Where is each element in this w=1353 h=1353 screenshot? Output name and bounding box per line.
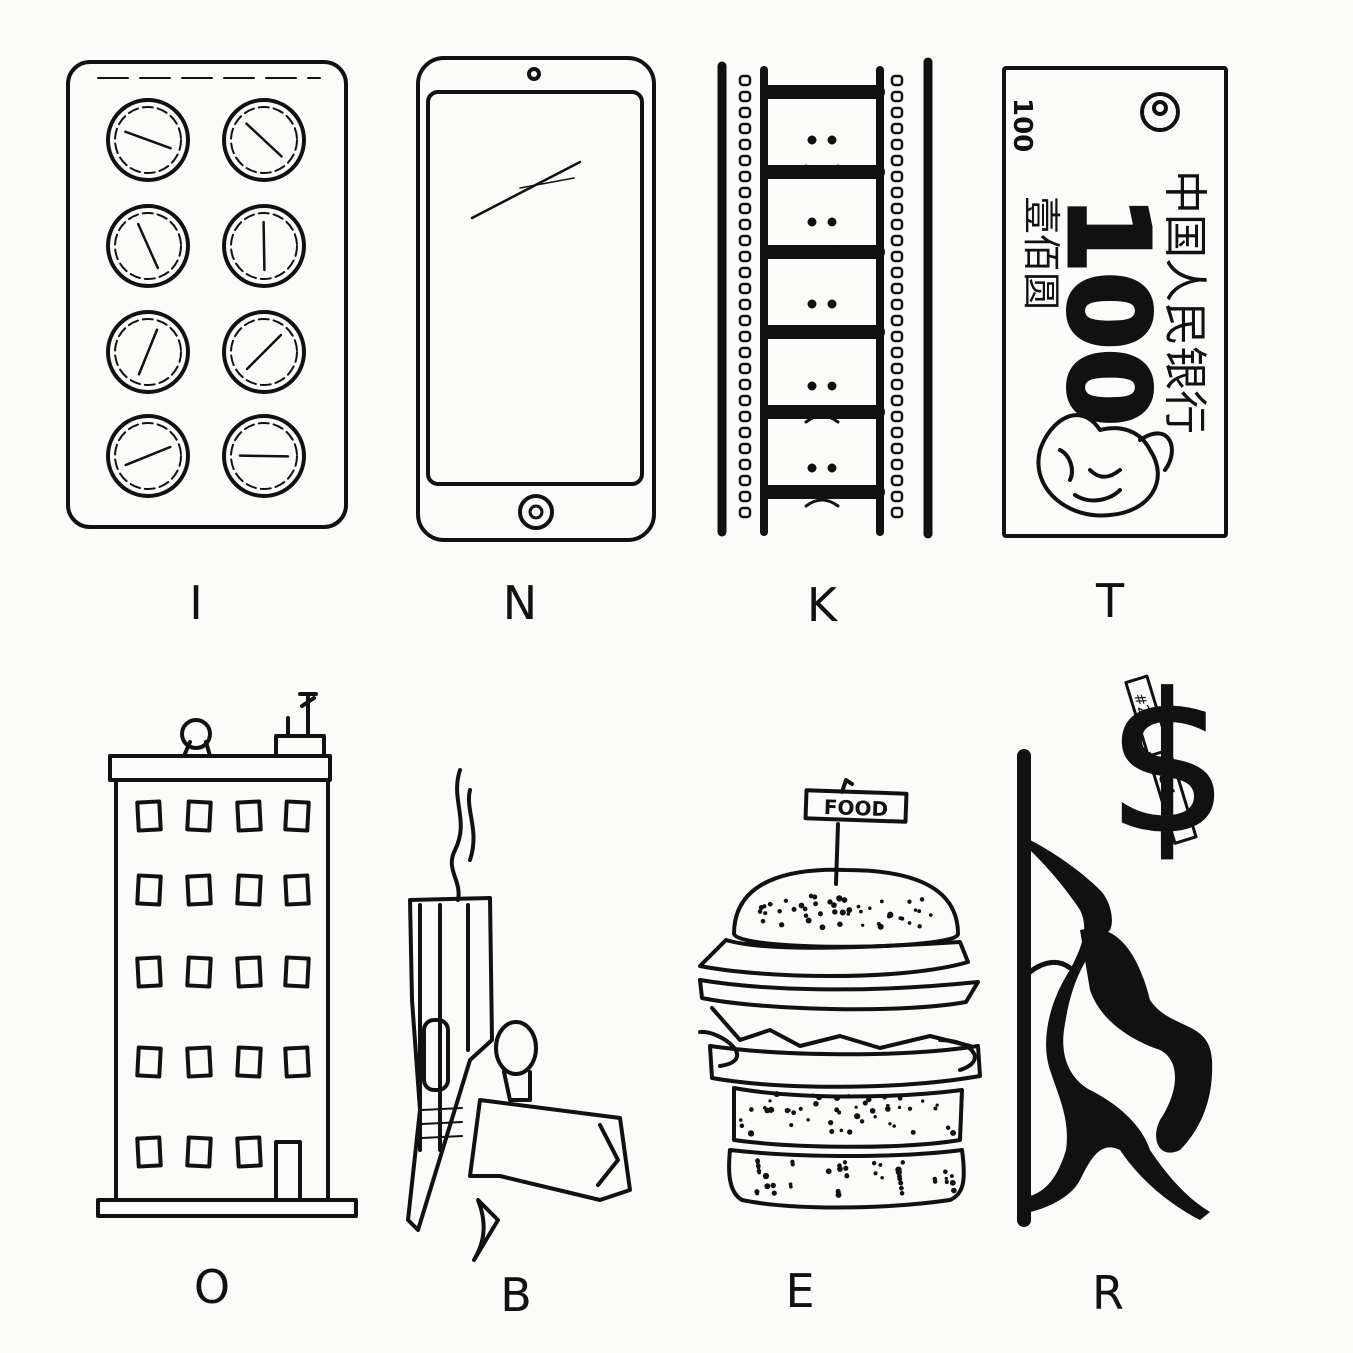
banknote-corner-value: 100 [1007,98,1037,152]
pill-blister-pack-icon [66,60,348,529]
letter-6: B [500,1268,532,1322]
letter-1: I [189,576,203,630]
pill [222,310,306,394]
banknote-denomination: 100 [1044,196,1172,426]
film-face [804,381,840,424]
banknote-icon: 100 中国人民银行 100 壹佰圆 [1002,66,1228,538]
film-face [804,217,840,254]
pill [222,414,306,498]
pill [222,98,306,182]
letter-3: K [806,578,838,632]
portrait-icon [1036,92,1180,518]
letter-2: N [502,576,538,630]
pill [106,414,190,498]
film-strip-icon [717,57,933,539]
film-face [804,135,840,174]
film-face [804,463,840,508]
smartphone-icon [416,56,656,542]
pole-dancer-icon [1017,749,1213,1227]
letter-7: E [785,1264,815,1318]
pistol-icon [406,768,632,1262]
banknote-value-text: 壹佰圆 [1019,196,1063,310]
dollar-sign-icon: $ #23 JUICY [1106,653,1230,877]
burger-sign-text: FOOD [823,795,888,821]
office-building-icon [96,692,358,1218]
burger-icon: FOOD [698,778,982,1210]
letter-8: R [1092,1266,1124,1320]
letter-5: O [193,1260,231,1314]
pill [106,98,190,182]
pill [222,204,306,288]
pill [106,204,190,288]
pill [106,310,190,394]
film-face [804,299,840,336]
letter-4: T [1095,574,1125,628]
banknote-bank-text: 中国人民银行 [1159,170,1210,434]
